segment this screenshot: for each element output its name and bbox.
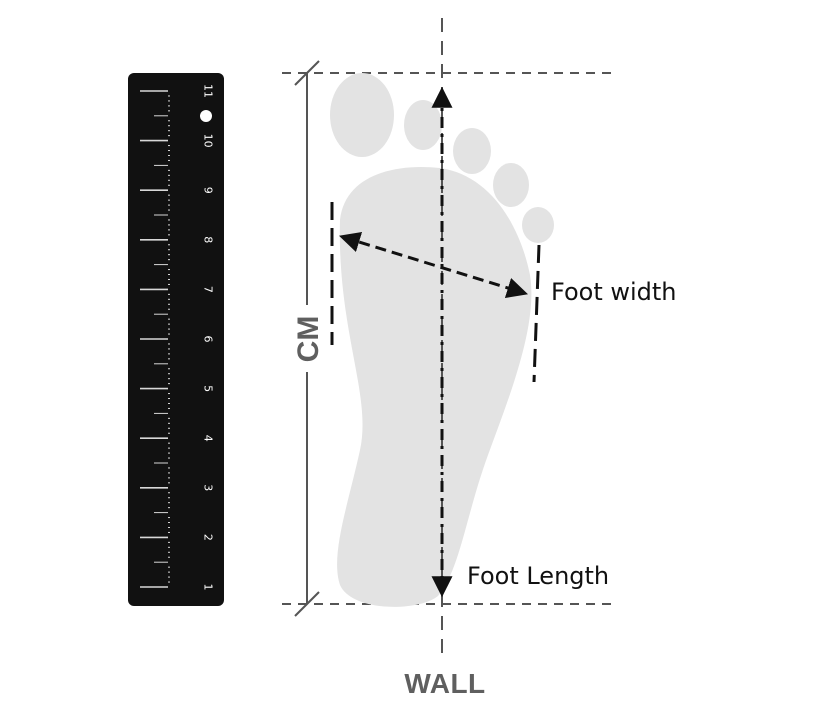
ruler-number: 11 xyxy=(202,84,215,98)
ruler-ticks xyxy=(140,90,170,588)
foot-width-arrow xyxy=(338,231,529,299)
ruler-number: 3 xyxy=(202,484,215,491)
unit-label: CM xyxy=(292,316,325,363)
right-width-marker xyxy=(532,244,541,383)
ruler-number: 9 xyxy=(202,187,215,194)
ruler-number: 5 xyxy=(202,385,215,392)
ruler-icon: 1 2 3 4 5 6 7 8 9 10 11 xyxy=(128,73,224,606)
ruler-hole xyxy=(200,110,212,122)
ruler-number: 8 xyxy=(202,236,215,243)
ruler-numbers: 1 2 3 4 5 6 7 8 9 10 11 xyxy=(202,84,215,591)
ruler-number: 7 xyxy=(202,286,215,293)
wall-label: WALL xyxy=(404,668,485,699)
cm-dimension-line xyxy=(294,60,320,617)
ruler-number: 10 xyxy=(202,134,215,148)
ruler-number: 2 xyxy=(202,534,215,541)
foot-width-label: Foot width xyxy=(551,278,677,306)
foot-length-label: Foot Length xyxy=(467,562,609,590)
ruler-number: 4 xyxy=(202,435,215,442)
ruler-number: 1 xyxy=(202,584,215,591)
ruler-number: 6 xyxy=(202,336,215,343)
